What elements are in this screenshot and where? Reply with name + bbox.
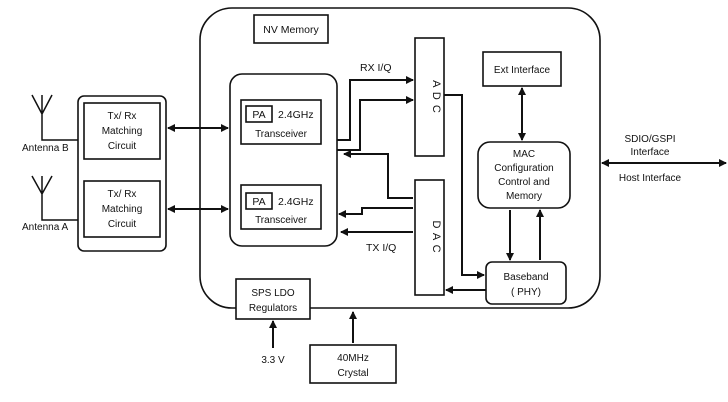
baseband-line1: Baseband (503, 272, 548, 283)
tx-rx-a-line1: Tx/ Rx (108, 189, 137, 200)
regulators-box (235, 278, 311, 320)
pa-bottom-label: PA (252, 196, 265, 208)
pa-top-label: PA (252, 109, 265, 121)
mac-line4: Memory (506, 191, 542, 202)
freq-bottom-label: 2.4GHz (278, 196, 314, 208)
mac-line1: MAC (513, 149, 535, 160)
tx-rx-b-line2: Matching (102, 126, 143, 137)
pa-bottom-box (245, 192, 273, 210)
arrow-rx-i (337, 76, 414, 141)
crystal-line2: Crystal (337, 368, 368, 379)
antenna-b-icon (31, 94, 78, 141)
host-interface-label: Host Interface (619, 173, 682, 184)
antenna-a-icon (31, 175, 78, 221)
tx-rx-b-line1: Tx/ Rx (108, 111, 137, 122)
adc-label: A D C (430, 80, 442, 114)
transceiver-top-label: Transceiver (255, 129, 308, 140)
tx-iq-label: TX I/Q (366, 242, 396, 254)
transceiver-bottom-label: Transceiver (255, 215, 308, 226)
rx-iq-label: RX I/Q (360, 62, 392, 74)
freq-top-label: 2.4GHz (278, 109, 314, 121)
dac-label: D A C (430, 220, 442, 253)
tx-rx-b-line3: Circuit (108, 141, 137, 152)
voltage-label: 3.3 V (261, 355, 285, 366)
ext-interface-box (482, 51, 562, 87)
dac-box (414, 179, 445, 296)
sdio-line1: SDIO/GSPI (624, 134, 675, 145)
regulators-line1: SPS LDO (251, 288, 295, 299)
arrow-tx-q (338, 207, 413, 218)
sdio-line2: Interface (631, 147, 670, 158)
antenna-a-label: Antenna A (22, 222, 68, 233)
tx-rx-matching-a (83, 180, 161, 238)
crystal-box (309, 344, 397, 384)
regulators-line2: Regulators (249, 303, 297, 314)
arrow-tx-i (343, 150, 413, 199)
mac-line3: Control and (498, 177, 550, 188)
ext-interface-label: Ext Interface (494, 65, 551, 76)
antenna-b-label: Antenna B (22, 143, 69, 154)
tx-rx-a-line2: Matching (102, 204, 143, 215)
nv-memory-label: NV Memory (263, 24, 319, 36)
pa-top-box (245, 105, 273, 123)
baseband-box (485, 261, 567, 305)
mac-box (477, 141, 571, 209)
mac-line2: Configuration (494, 163, 553, 174)
tx-rx-a-line3: Circuit (108, 219, 137, 230)
arrow-adc-baseband (444, 94, 485, 279)
tx-rx-matching-b (83, 102, 161, 160)
crystal-line1: 40MHz (337, 353, 369, 364)
baseband-line2: ( PHY) (511, 287, 541, 298)
nv-memory-box (253, 14, 329, 44)
adc-box (414, 37, 445, 157)
